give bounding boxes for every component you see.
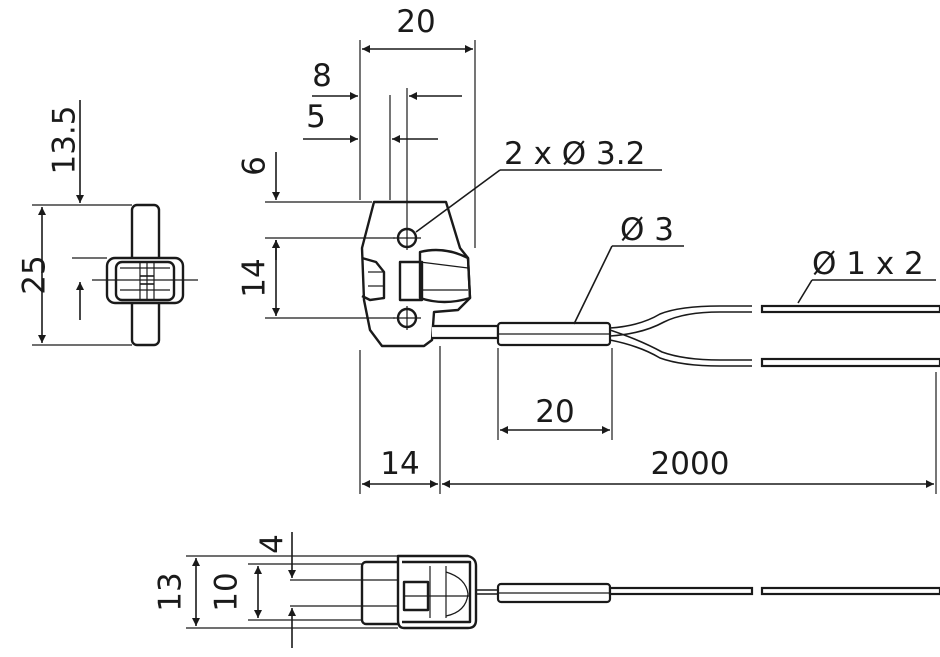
- label-holes: 2 x Ø 3.2: [504, 136, 645, 172]
- label-cable-dia: Ø 3: [620, 212, 674, 248]
- dim-hole-spacing: 14: [237, 258, 273, 297]
- bottom-view: 13 10 4: [153, 532, 940, 648]
- bottom-view-body: [398, 556, 476, 628]
- dim-bottom-height-10: 10: [209, 572, 245, 611]
- top-view-body: [362, 202, 470, 346]
- dim-bottom-offset-4: 4: [255, 534, 291, 554]
- dim-body-length: 14: [380, 446, 419, 482]
- dim-top-width: 20: [396, 4, 435, 40]
- dim-cable-length: 2000: [651, 446, 730, 482]
- dim-side-height: 25: [17, 255, 53, 294]
- dim-top-offset-6: 6: [237, 156, 273, 176]
- side-view: 25 13.5: [17, 100, 199, 345]
- top-view: 20 8 5 6 14 2 x Ø 3.2 Ø 3 Ø 1 x 2 20: [237, 4, 940, 494]
- dim-hole-offset-8: 8: [312, 58, 332, 94]
- dim-bottom-height-13: 13: [153, 572, 189, 611]
- bottom-view-tab: [362, 562, 402, 624]
- label-wire-dia: Ø 1 x 2: [812, 246, 924, 282]
- dim-sleeve-length: 20: [535, 394, 574, 430]
- dim-hole-offset-5: 5: [306, 99, 326, 135]
- dim-side-offset: 13.5: [47, 105, 83, 174]
